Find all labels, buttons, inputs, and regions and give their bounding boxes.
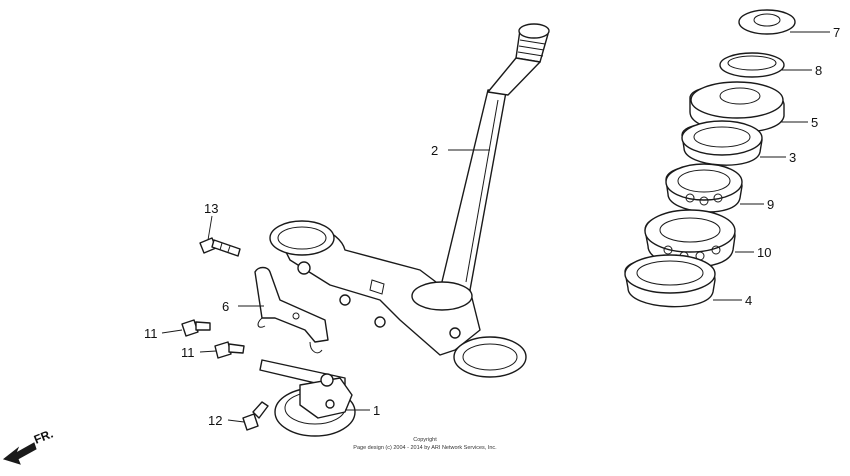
callout-11-upper: 11 <box>144 326 158 341</box>
callout-13: 13 <box>204 201 218 216</box>
callout-10: 10 <box>757 245 771 260</box>
callout-9: 9 <box>767 197 774 212</box>
copyright-line-1: Copyright <box>413 437 437 443</box>
callout-6: 6 <box>222 299 229 314</box>
callout-12: 12 <box>208 413 222 428</box>
bearing-10[interactable] <box>644 209 736 268</box>
callouts: 2 7 8 5 3 9 10 4 6 11 11 12 13 1 <box>144 25 840 428</box>
bolt-11-lower[interactable] <box>214 341 245 359</box>
copyright-line-2: Page design (c) 2004 - 2014 by ARI Netwo… <box>353 445 497 451</box>
leader-lines <box>161 31 830 423</box>
steering-stem[interactable] <box>439 23 550 291</box>
callout-3: 3 <box>789 150 796 165</box>
front-arrow-icon <box>2 442 37 465</box>
adjusting-nut-5[interactable] <box>689 81 785 133</box>
steering-lock-cover[interactable] <box>259 359 356 437</box>
bracket[interactable] <box>254 266 329 354</box>
lock-washer-8[interactable] <box>719 52 785 78</box>
dust-seal-3[interactable] <box>681 120 763 166</box>
callout-4: 4 <box>745 293 752 308</box>
bottom-bridge[interactable] <box>269 220 527 378</box>
callout-5: 5 <box>811 115 818 130</box>
callout-1: 1 <box>373 403 380 418</box>
front-label: FR. <box>32 427 55 447</box>
bolt-13[interactable] <box>199 237 241 257</box>
race-4[interactable] <box>624 254 716 308</box>
bearing-9[interactable] <box>665 163 743 213</box>
callout-7: 7 <box>833 25 840 40</box>
callout-11-lower: 11 <box>181 345 195 360</box>
bolt-11-upper[interactable] <box>181 319 211 337</box>
bolt-12[interactable] <box>242 401 269 431</box>
callout-2: 2 <box>431 143 438 158</box>
callout-8: 8 <box>815 63 822 78</box>
lock-nut-7[interactable] <box>738 9 796 35</box>
front-direction-indicator: FR. <box>2 427 55 465</box>
